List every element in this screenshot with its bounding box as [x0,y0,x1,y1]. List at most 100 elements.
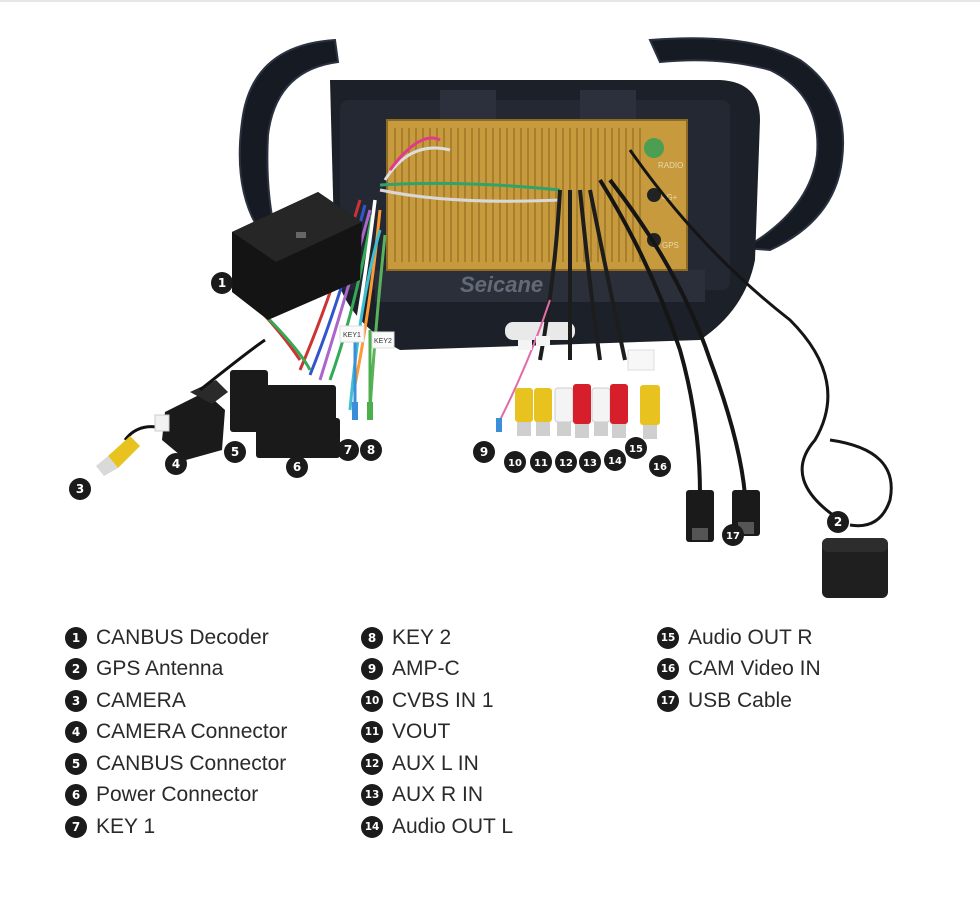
canbus-decoder-box [232,192,362,320]
legend-number-badge: 1 [65,626,87,649]
legend-item: 8 KEY 2 [361,622,513,654]
legend-number-badge: 7 [65,815,87,838]
callout-11: 11 [530,451,552,473]
callout-17: 17 [722,524,744,546]
legend-label: Audio OUT L [392,814,514,838]
legend-number-badge: 15 [657,626,679,649]
fourg-label: 4G+ [662,193,678,202]
connectors [162,370,340,460]
legend-item: 10 CVBS IN 1 [361,685,513,717]
watermark-text: Seicane [460,272,543,297]
callout-number: 7 [344,443,352,457]
legend-label: CAMERA Connector [96,720,288,744]
callout-7: 7 [337,439,359,461]
legend-label: CAMERA [96,688,186,712]
callout-3: 3 [69,478,91,500]
callout-number: 10 [508,458,522,469]
callout-number: 11 [534,458,548,469]
gps-antenna [822,538,888,598]
key1-tag: KEY1 [343,332,361,339]
legend-item: 16 CAM Video IN [657,654,821,686]
legend-item: 1 CANBUS Decoder [65,622,287,654]
callout-9: 9 [473,441,495,463]
legend-number-badge: 9 [361,658,383,681]
callout-number: 6 [293,460,301,474]
callout-8: 8 [360,439,382,461]
legend-number-badge: 10 [361,689,383,712]
legend-label: KEY 2 [392,625,452,649]
legend-label: AUX L IN [392,751,479,775]
callout-number: 3 [76,482,84,496]
callout-number: 13 [583,458,597,469]
legend-number-badge: 8 [361,626,383,649]
usb-gps-cables [598,149,893,528]
legend-label: GPS Antenna [96,657,224,681]
legend-number-badge: 14 [361,815,383,838]
legend-item: 2 GPS Antenna [65,654,287,686]
legend-item: 3 CAMERA [65,685,287,717]
legend-label: CVBS IN 1 [392,688,494,712]
legend-item: 5 CANBUS Connector [65,748,287,780]
legend-number-badge: 5 [65,752,87,775]
key2-tag: KEY2 [374,338,392,345]
usb-plugs [686,490,760,542]
callout-13: 13 [579,451,601,473]
legend-label: AMP-C [392,657,460,681]
callout-5: 5 [224,441,246,463]
legend-number-badge: 13 [361,784,383,807]
callout-number: 14 [608,456,622,467]
radio-label: RADIO [658,161,683,170]
callout-number: 16 [653,462,667,473]
callout-number: 5 [231,445,239,459]
legend-number-badge: 2 [65,658,87,681]
callout-2: 2 [827,511,849,533]
legend-label: CANBUS Connector [96,751,287,775]
legend-item: 15 Audio OUT R [657,622,821,654]
callout-6: 6 [286,456,308,478]
legend-item: 13 AUX R IN [361,780,513,812]
legend-number-badge: 3 [65,689,87,712]
legend-label: Audio OUT R [688,625,813,649]
legend-item: 7 KEY 1 [65,811,287,843]
callout-number: 17 [726,531,740,542]
legend-label: CAM Video IN [688,657,821,681]
callout-10: 10 [504,451,526,473]
legend-label: AUX R IN [392,783,484,807]
legend-label: Power Connector [96,783,259,807]
callout-number: 15 [629,444,643,455]
legend-number-badge: 12 [361,752,383,775]
camera-cable [96,338,266,476]
callout-14: 14 [604,449,626,471]
callout-number: 12 [559,458,573,469]
key-wires: KEY1 KEY2 [339,325,395,420]
top-divider [0,0,980,2]
legend-item: 9 AMP-C [361,654,513,686]
callout-12: 12 [555,451,577,473]
legend-number-badge: 16 [657,658,679,681]
callout-4: 4 [165,453,187,475]
legend-label: KEY 1 [96,814,156,838]
callout-15: 15 [625,437,647,459]
callout-number: 1 [218,276,226,290]
callout-number: 9 [480,445,488,459]
legend-label: USB Cable [688,688,792,712]
legend-item: 14 Audio OUT L [361,811,513,843]
callout-number: 8 [367,443,375,457]
legend-item: 12 AUX L IN [361,748,513,780]
gps-label: GPS [662,241,679,250]
legend-label: CANBUS Decoder [96,625,269,649]
callout-number: 4 [172,457,180,471]
callout-16: 16 [649,455,671,477]
callout-1: 1 [211,272,233,294]
wiring-figure: RADIO 4G+ GPS Seicane [69,37,893,598]
legend-number-badge: 6 [65,784,87,807]
legend-number-badge: 11 [361,721,383,744]
